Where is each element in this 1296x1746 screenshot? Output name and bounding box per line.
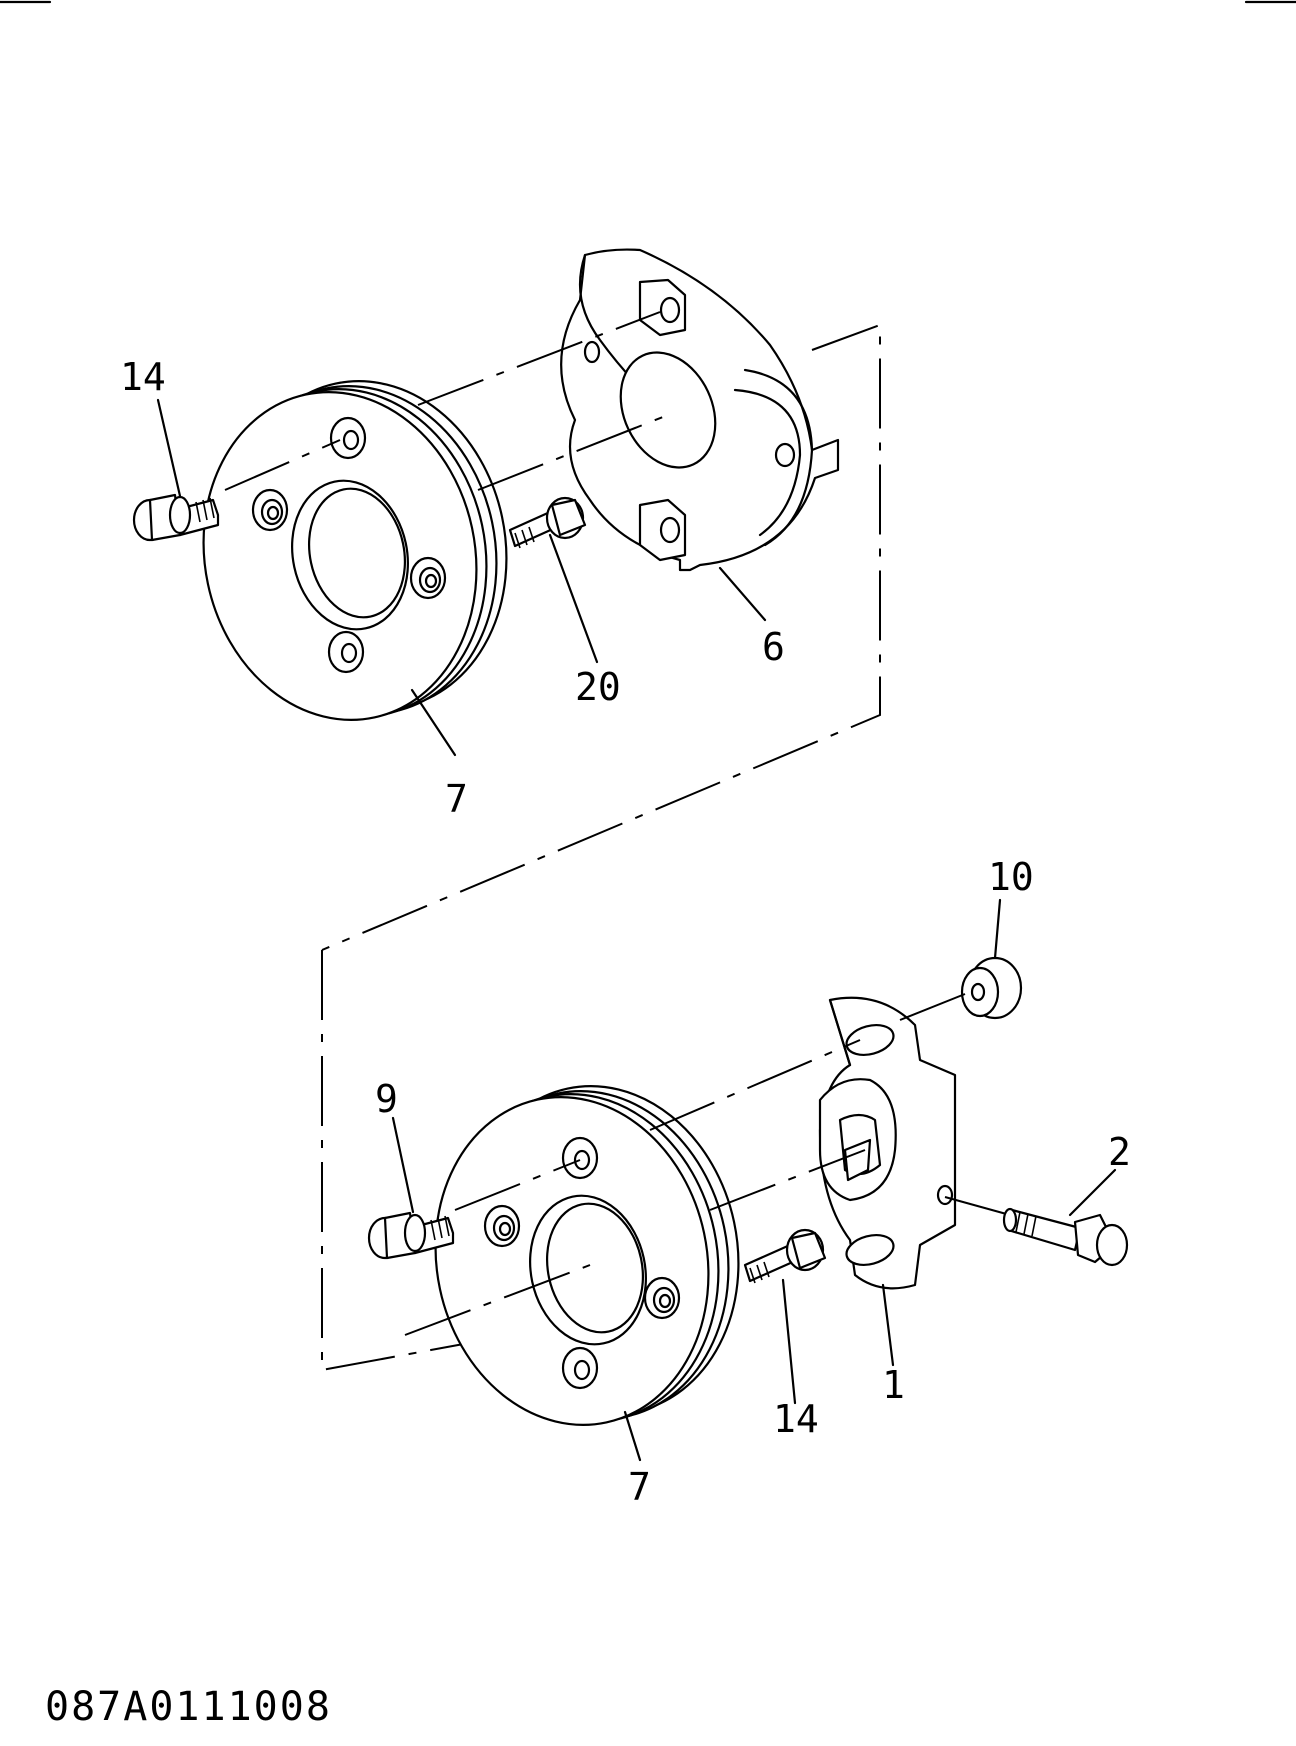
callout-bottom-disc: 7: [628, 1465, 651, 1509]
bottom-washer-part-10: [960, 956, 1023, 1020]
callout-labels: 14 20 6 7 10 9 2 1 14 7: [120, 355, 1131, 1509]
top-assembly: [132, 248, 881, 951]
bottom-disc-part-7: [434, 1085, 740, 1426]
callout-bottom-bolt-center: 14: [773, 1397, 819, 1441]
bottom-bracket-part-1: [818, 996, 957, 1290]
callout-bottom-bracket: 1: [882, 1363, 905, 1407]
bottom-bolt-part-14: [743, 1228, 827, 1284]
top-bolt-part-14: [132, 493, 220, 542]
callout-bottom-bolt-left: 9: [375, 1077, 398, 1121]
callout-top-disc: 7: [445, 777, 468, 821]
drawing-code: 087A0111008: [45, 1684, 332, 1730]
callout-top-bracket: 6: [762, 625, 785, 669]
bottom-assembly: [321, 898, 1129, 1462]
top-bracket-part-6: [560, 248, 840, 572]
callout-bottom-washer: 10: [988, 855, 1034, 899]
bottom-bolt-part-9: [367, 1211, 455, 1260]
callout-top-bolt-center: 20: [575, 665, 621, 709]
top-disc-part-7: [202, 380, 508, 721]
top-phantom-frame: [321, 323, 881, 951]
top-bolt-part-20: [508, 496, 587, 549]
callout-top-bolt-left: 14: [120, 355, 166, 399]
callout-bottom-bolt-right: 2: [1108, 1130, 1131, 1174]
bottom-bolt-part-2: [1002, 1207, 1129, 1267]
